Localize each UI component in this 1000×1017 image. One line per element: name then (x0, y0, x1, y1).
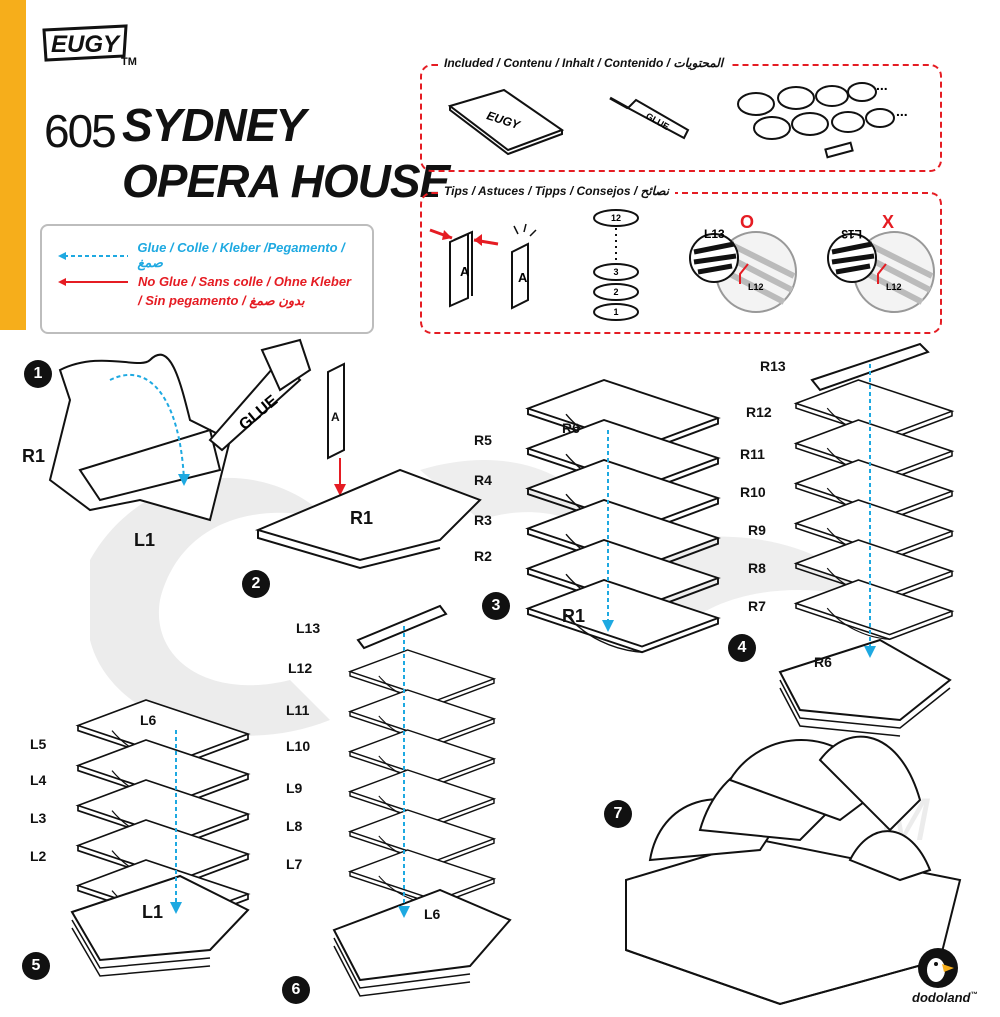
tip-correct-orientation: L13 L12 O (689, 212, 797, 313)
step5-label-l4: L4 (30, 772, 47, 788)
step6-label-l11: L11 (286, 702, 310, 718)
tips-label: Tips / Astuces / Tipps / Consejos / نصائ… (438, 184, 675, 198)
svg-text:L12: L12 (886, 282, 902, 292)
step3-label-r6: R6 (562, 420, 580, 436)
step4-label-r6: R6 (814, 654, 832, 670)
svg-text:L13: L13 (704, 227, 725, 241)
step5-label-l2: L2 (30, 848, 47, 864)
step4-label-r10: R10 (740, 484, 766, 500)
step4-label-r7: R7 (748, 598, 766, 614)
svg-text:X: X (882, 212, 894, 232)
tips-panel: Tips / Astuces / Tipps / Consejos / نصائ… (420, 184, 942, 334)
step-badge-6: 6 (282, 976, 310, 1004)
svg-text:EUGY: EUGY (51, 31, 121, 58)
step-badge-7: 7 (604, 800, 632, 828)
trademark: TM (121, 56, 137, 68)
legend-glue-text: Glue / Colle / Kleber /Pegamento / صمغ (137, 240, 345, 270)
eugy-logo: EUGY (42, 24, 128, 62)
svg-text:L13: L13 (841, 227, 862, 241)
step4-label-r8: R8 (748, 560, 766, 576)
model-number: 605 (44, 105, 117, 157)
legend-no-glue-text-1: No Glue / Sans colle / Ohne Kleber (138, 274, 352, 289)
step5-label-l1: L1 (142, 902, 164, 922)
step5-label-l5: L5 (30, 736, 47, 752)
model-title-line1: SYDNEY (122, 99, 306, 151)
step6-label-l13: L13 (296, 620, 321, 636)
step4-label-r11: R11 (740, 446, 765, 462)
step1-label-r1: R1 (22, 446, 46, 466)
tips-items: A A 12 3 2 1 (429, 209, 935, 321)
svg-text:...: ... (896, 103, 908, 119)
step6-label-l6: L6 (424, 906, 441, 922)
dodoland-logo-text: dodoland™ (912, 990, 978, 1005)
svg-text:...: ... (876, 77, 888, 93)
step2-label-a: A (331, 410, 340, 424)
tip-stack-order (593, 209, 639, 321)
step6-label-l12: L12 (288, 660, 313, 676)
dodo-bird-icon (918, 948, 958, 988)
step-badge-2: 2 (242, 570, 270, 598)
solid-arrow-icon (58, 277, 128, 286)
dashed-arrow-icon (58, 251, 128, 260)
svg-text:O: O (740, 212, 754, 232)
step6-label-l8: L8 (286, 818, 303, 834)
step-badge-3: 3 (482, 592, 510, 620)
legend-glue: Glue / Colle / Kleber /Pegamento / صمغ (56, 240, 372, 271)
glue-legend: Glue / Colle / Kleber /Pegamento / صمغ N… (40, 224, 374, 334)
svg-text:L12: L12 (748, 282, 764, 292)
step6-label-l9: L9 (286, 780, 303, 796)
tip-press-pieces: A A (429, 223, 537, 310)
step3-label-r2: R2 (474, 548, 492, 564)
step3-label-r5: R5 (474, 432, 492, 448)
svg-text:2: 2 (613, 287, 618, 297)
step6-label-l10: L10 (286, 738, 311, 754)
step5-label-l6: L6 (140, 712, 157, 728)
booklet-icon: EUGY (447, 88, 565, 156)
svg-text:1: 1 (613, 307, 618, 317)
step5-label-l3: L3 (30, 810, 47, 826)
step4-label-r12: R12 (746, 404, 772, 420)
included-items: EUGY GLUE ... ... (447, 77, 908, 159)
step-badge-1: 1 (24, 360, 52, 388)
included-panel: Included / Contenu / Inhalt / Contenido … (420, 56, 942, 172)
svg-text:12: 12 (611, 213, 621, 223)
svg-text:A: A (518, 270, 528, 285)
svg-text:3: 3 (613, 267, 618, 277)
legend-no-glue: No Glue / Sans colle / Ohne Kleber / Sin… (56, 274, 351, 309)
step6-label-l7: L7 (286, 856, 303, 872)
step2-label-r1: R1 (350, 508, 374, 528)
step1-label-l1: L1 (134, 530, 156, 550)
glue-tube-icon: GLUE (609, 96, 690, 140)
accent-bar (0, 0, 26, 330)
step3-label-r4: R4 (474, 472, 492, 488)
piece-discs-icon (737, 82, 895, 159)
step-badge-4: 4 (728, 634, 756, 662)
model-title-line2: OPERA HOUSE (122, 155, 450, 207)
svg-text:A: A (460, 264, 470, 279)
tip-wrong-orientation: L13 L12 X (827, 212, 935, 313)
step4-label-r13: R13 (760, 358, 786, 374)
step4-label-r9: R9 (748, 522, 766, 538)
svg-text:M: M (880, 786, 930, 853)
included-label: Included / Contenu / Inhalt / Contenido … (438, 56, 730, 70)
step3-label-r3: R3 (474, 512, 492, 528)
legend-no-glue-text-2: / Sin pegamento / بدون صمغ (138, 293, 305, 308)
step-badge-5: 5 (22, 952, 50, 980)
step3-label-r1: R1 (562, 606, 586, 626)
